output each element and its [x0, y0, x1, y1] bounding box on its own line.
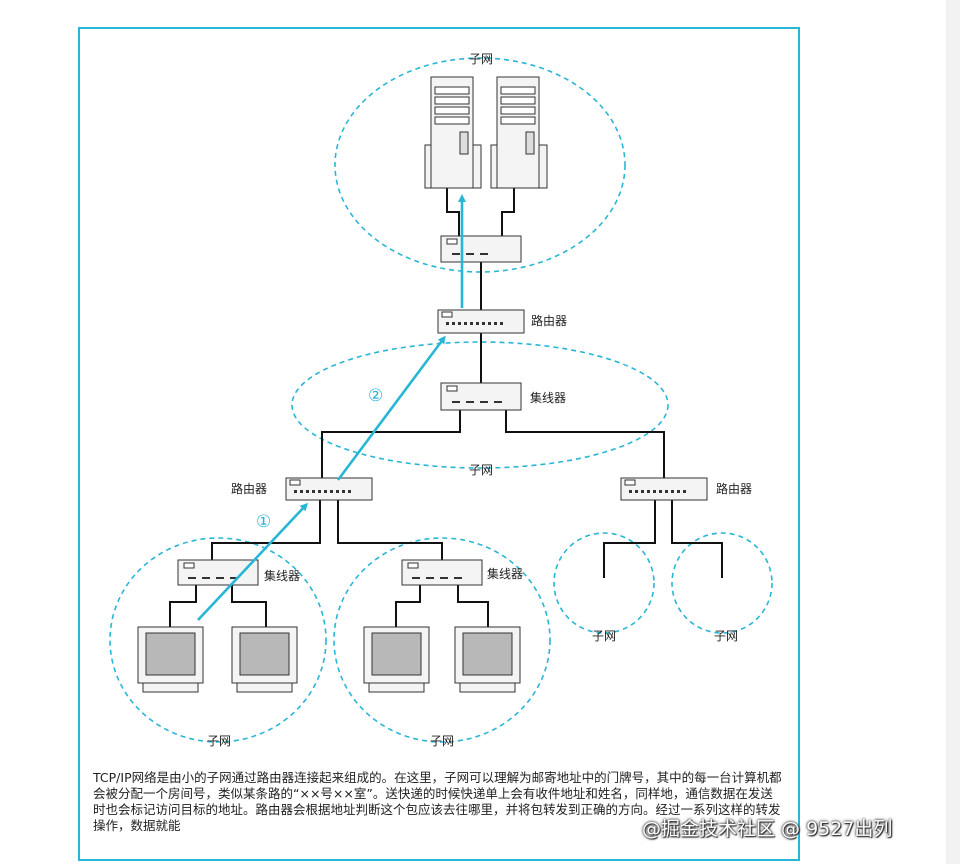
- subnet-label-right-a: 子网: [592, 629, 616, 643]
- step-2-label: ②: [368, 386, 383, 406]
- watermark: @掘金技术社区 @ 9527出列: [642, 818, 893, 840]
- step-1-label: ①: [256, 512, 271, 532]
- subnet-label-right-b: 子网: [714, 629, 738, 643]
- hub-top: [440, 235, 522, 263]
- subnet-right-b-ellipse: [671, 532, 773, 634]
- hub-label-center: 集线器: [487, 566, 523, 581]
- router-label-right: 路由器: [716, 481, 752, 496]
- figure-caption: TCP/IP网络是由小的子网通过路由器连接起来组成的。在这里，子网可以理解为邮寄…: [93, 770, 782, 833]
- subnet-label-center: 子网: [430, 734, 454, 748]
- monitor-3: [363, 626, 430, 693]
- router-label-top: 路由器: [531, 313, 567, 328]
- monitor-1: [137, 626, 204, 693]
- scrollbar[interactable]: [946, 0, 960, 864]
- path-arrow-1: [197, 502, 309, 621]
- hub-center: [401, 559, 483, 586]
- subnet-right-a-ellipse: [553, 532, 655, 634]
- path-arrow-2: [336, 335, 446, 481]
- hub-left: [177, 559, 259, 586]
- subnet-center-ellipse: [333, 537, 551, 743]
- subnet-label-left: 子网: [207, 734, 231, 748]
- server-right: [490, 76, 548, 189]
- hub-label-middle: 集线器: [530, 390, 566, 405]
- subnet-label-top: 子网: [469, 52, 493, 66]
- router-label-left: 路由器: [231, 481, 267, 496]
- router-left: [285, 477, 373, 501]
- subnet-left-ellipse: [109, 537, 327, 743]
- subnet-middle-ellipse: [291, 341, 669, 469]
- hub-label-left: 集线器: [264, 568, 300, 583]
- monitor-2: [231, 626, 298, 693]
- hub-middle: [440, 382, 522, 411]
- wires: [169, 188, 723, 627]
- subnet-label-middle: 子网: [469, 463, 493, 477]
- router-right: [620, 477, 708, 501]
- figure-frame: [78, 27, 800, 861]
- monitor-4: [454, 626, 521, 693]
- server-left: [424, 76, 482, 189]
- router-top: [437, 309, 525, 334]
